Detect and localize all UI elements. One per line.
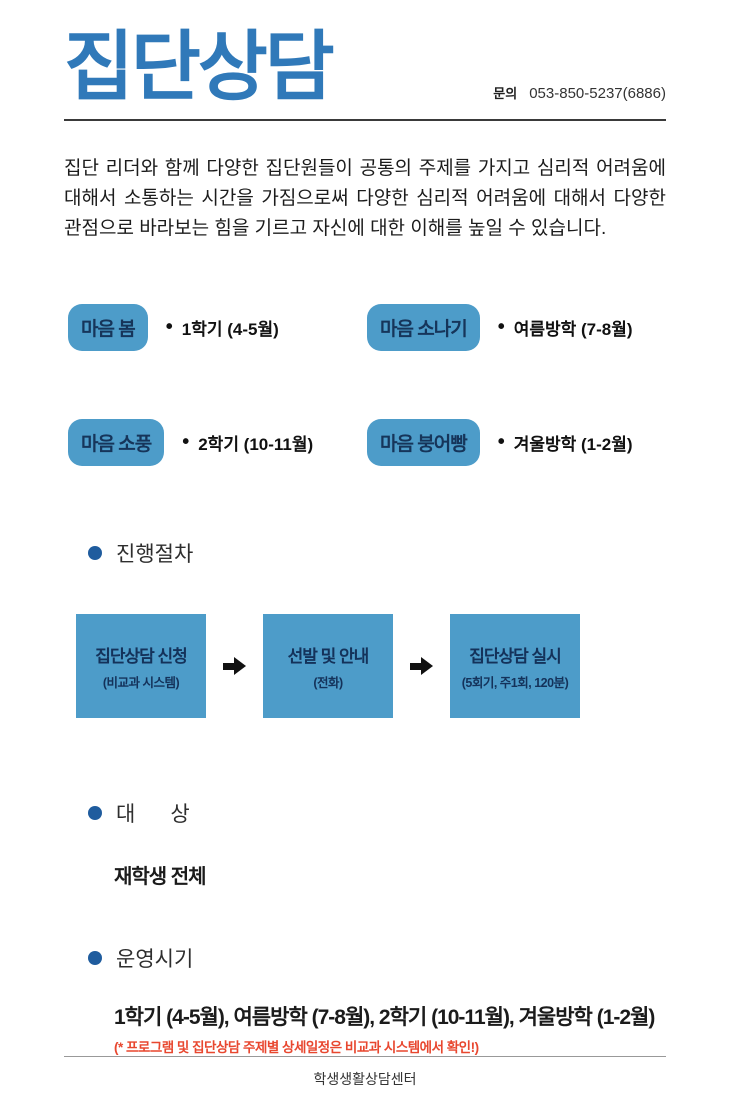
program-period: 1학기 (4-5월) [166, 315, 279, 340]
flow-step-title: 선발 및 안내 [287, 646, 370, 666]
program-period-text: 여름방학 (7-8월) [513, 320, 633, 340]
header-divider [64, 119, 666, 121]
header: 집단상담 문의 053-850-5237(6886) [64, 30, 666, 106]
program-list: 마음 봄 1학기 (4-5월) 마음 소나기 여름방학 (7-8월) 마음 소풍… [68, 304, 666, 467]
contact-number: 053-850-5237(6886) [529, 85, 666, 102]
program-period-text: 겨울방학 (1-2월) [513, 435, 633, 455]
program-badge: 마음 붕어빵 [367, 419, 480, 467]
bullet-icon [166, 317, 173, 338]
section-bullet-icon [88, 806, 102, 821]
program-item: 마음 소풍 2학기 (10-11월) [68, 419, 367, 467]
program-badge: 마음 봄 [68, 304, 148, 352]
arrow-right-icon [410, 657, 433, 676]
flow-step-subtitle: (5회기, 주1회, 120분) [461, 675, 569, 690]
program-period-text: 2학기 (10-11월) [198, 435, 314, 455]
section-bullet-icon [88, 546, 102, 561]
program-item: 마음 붕어빵 겨울방학 (1-2월) [367, 419, 666, 467]
flow-step-title: 집단상담 실시 [469, 646, 562, 666]
intro-paragraph: 집단 리더와 함께 다양한 집단원들이 공통의 주제를 가지고 심리적 어려움에… [64, 158, 666, 240]
footer-text: 학생생활상담센터 [313, 1071, 417, 1088]
bullet-icon [498, 317, 505, 338]
procedure-flow: 집단상담 신청 (비교과 시스템) 선발 및 안내 (전화) 집단상담 실시 (… [76, 614, 666, 719]
program-item: 마음 봄 1학기 (4-5월) [68, 304, 367, 352]
section-heading-schedule: 운영시기 [88, 943, 666, 973]
schedule-content: 1학기 (4-5월), 여름방학 (7-8월), 2학기 (10-11월), 겨… [114, 1006, 655, 1030]
schedule-note: (* 프로그램 및 집단상담 주제별 상세일정은 비교과 시스템에서 확인!) [114, 1040, 479, 1056]
section-heading-text: 진행절차 [116, 543, 194, 567]
program-period-text: 1학기 (4-5월) [181, 320, 279, 340]
page-title: 집단상담 [64, 25, 335, 110]
section-heading-procedure: 진행절차 [88, 538, 666, 568]
flow-step: 선발 및 안내 (전화) [263, 614, 393, 719]
contact-label: 문의 [493, 86, 518, 101]
bullet-icon [498, 432, 505, 453]
section-bullet-icon [88, 951, 102, 966]
contact-info: 문의 053-850-5237(6886) [493, 83, 666, 106]
program-period: 여름방학 (7-8월) [498, 315, 633, 340]
program-period: 2학기 (10-11월) [182, 430, 313, 455]
bullet-icon [182, 432, 189, 453]
program-item: 마음 소나기 여름방학 (7-8월) [367, 304, 666, 352]
target-content: 재학생 전체 [114, 866, 207, 889]
arrow-right-icon [223, 657, 246, 676]
section-heading-text: 대 상 [116, 803, 190, 827]
flow-step-subtitle: (전화) [313, 675, 343, 690]
flow-step-title: 집단상담 신청 [95, 646, 188, 666]
section-heading-text: 운영시기 [116, 948, 194, 972]
section-heading-target: 대 상 [88, 798, 666, 828]
footer-divider [64, 1056, 666, 1058]
program-period: 겨울방학 (1-2월) [498, 430, 633, 455]
flow-step: 집단상담 신청 (비교과 시스템) [76, 614, 206, 719]
program-badge: 마음 소나기 [367, 304, 480, 352]
program-badge: 마음 소풍 [68, 419, 165, 467]
flow-step: 집단상담 실시 (5회기, 주1회, 120분) [450, 614, 580, 719]
flow-step-subtitle: (비교과 시스템) [102, 675, 180, 690]
footer: 학생생활상담센터 [64, 1056, 666, 1111]
